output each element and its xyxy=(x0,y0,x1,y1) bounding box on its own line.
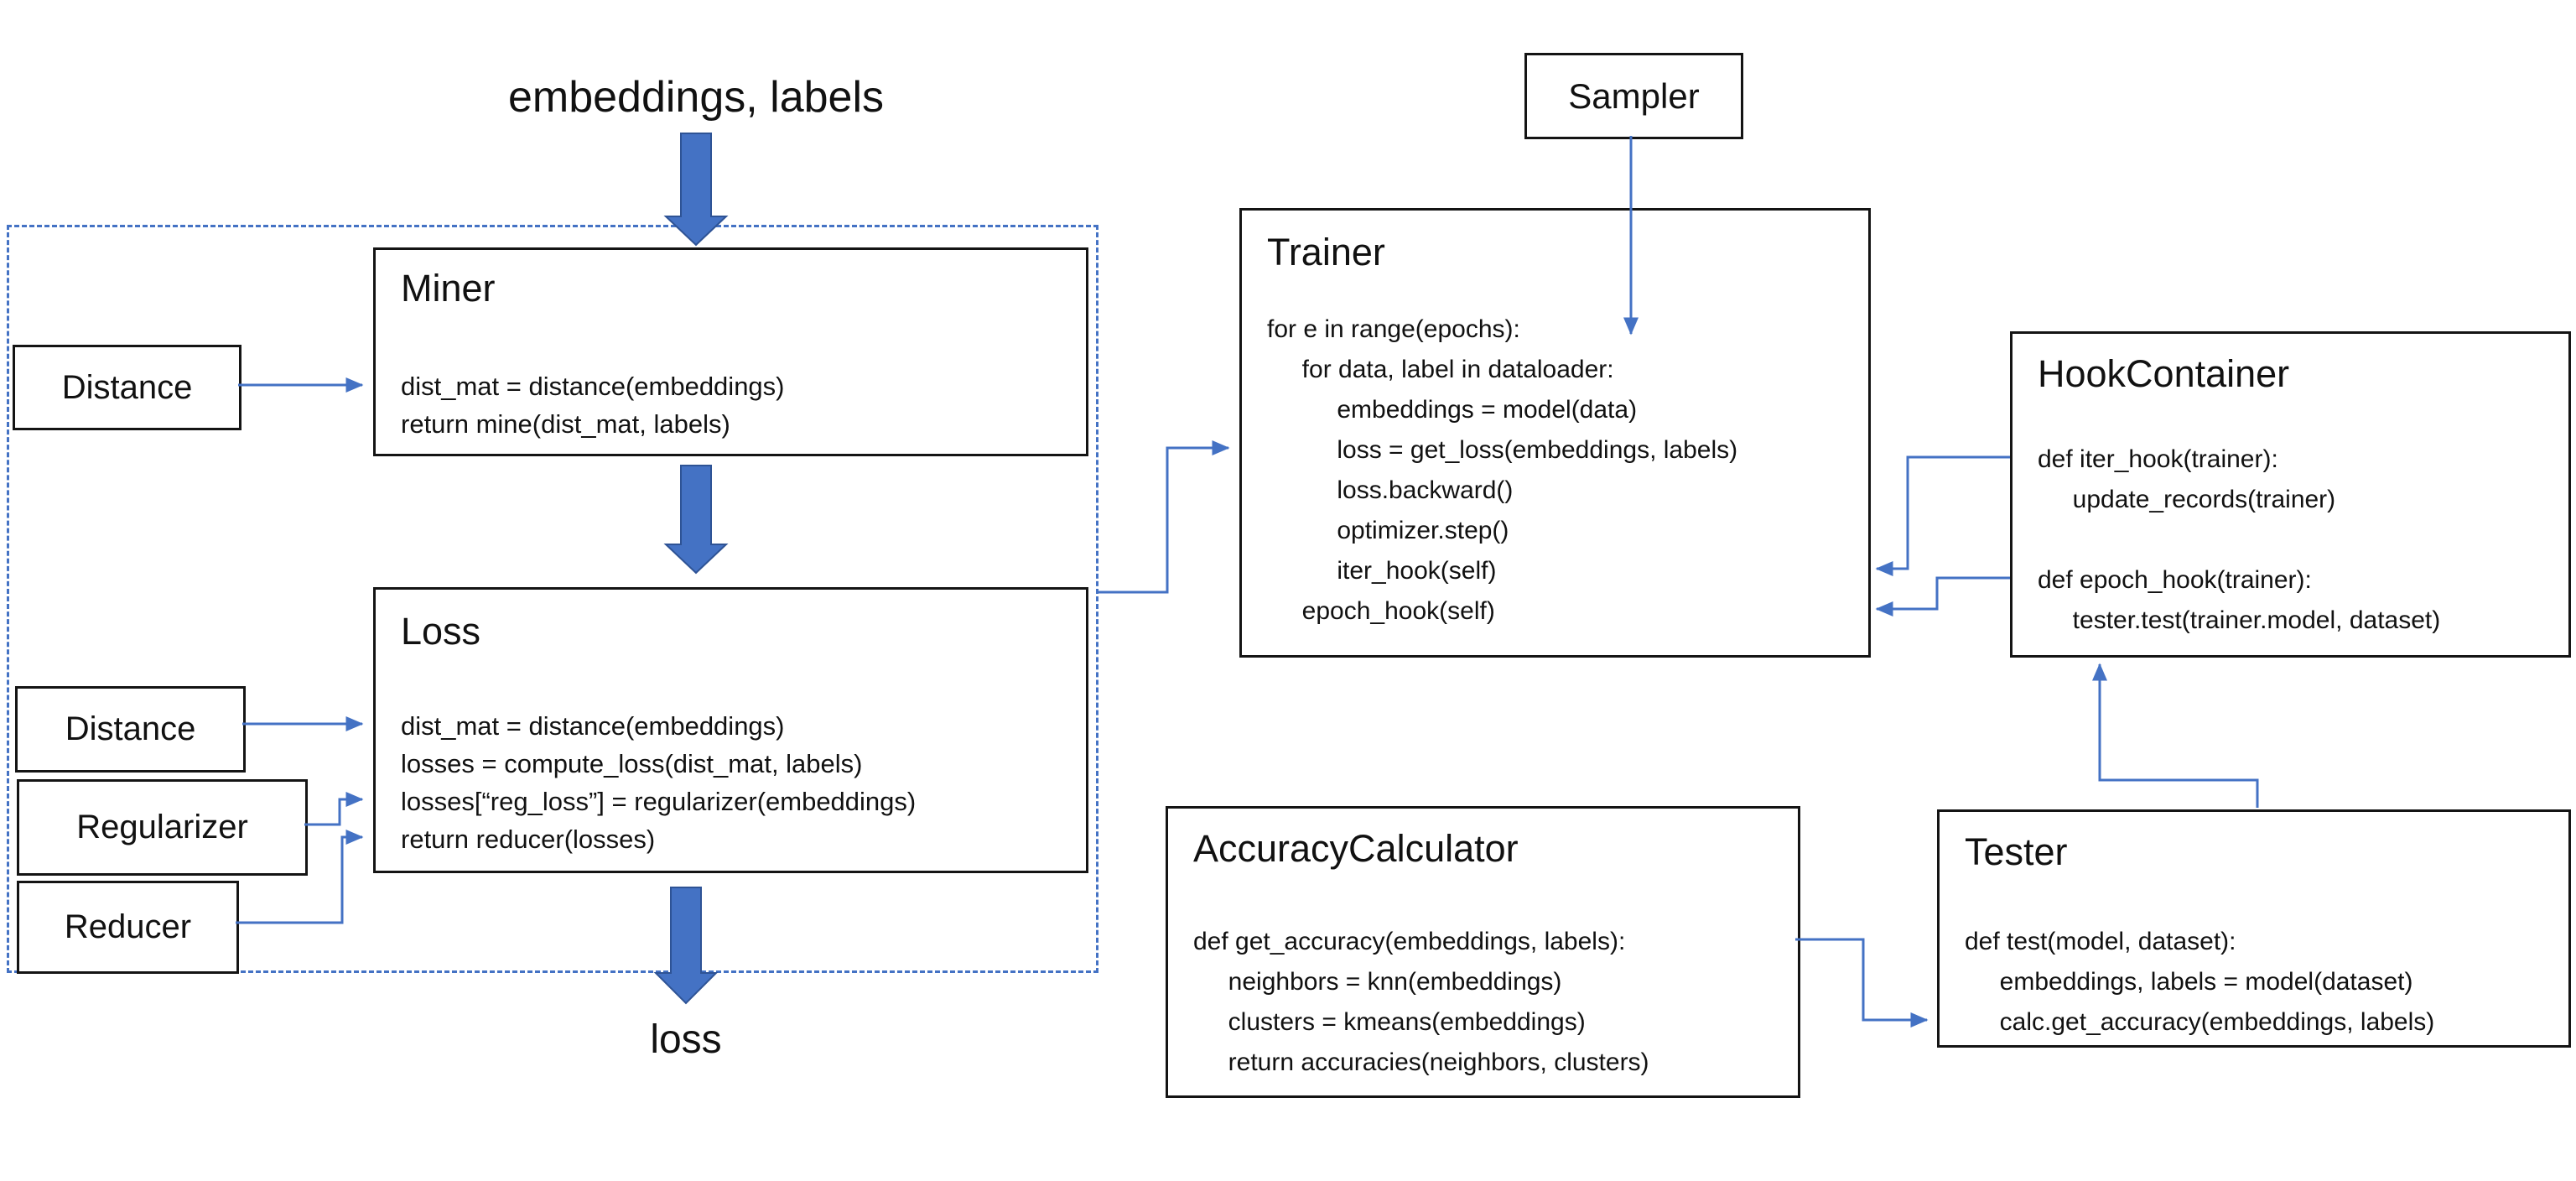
code-line: return reducer(losses) xyxy=(401,825,656,854)
code-line: losses = compute_loss(dist_mat, labels) xyxy=(401,749,863,778)
input-label: embeddings, labels xyxy=(507,73,885,122)
code-line: for data, label in dataloader: xyxy=(1267,356,1614,383)
hook-container-box: HookContainer def iter_hook(trainer): up… xyxy=(2010,331,2571,658)
code-line: losses[“reg_loss”] = regularizer(embeddi… xyxy=(401,787,917,816)
tester-title: Tester xyxy=(1965,830,2068,873)
hook-container-title: HookContainer xyxy=(2038,352,2290,395)
reducer-box-label: Reducer xyxy=(64,908,192,945)
line-tester-to-hookcontainer xyxy=(2092,663,2259,808)
code-line: embeddings = model(data) xyxy=(1267,396,1638,424)
accuracy-calculator-box: AccuracyCalculator def get_accuracy(embe… xyxy=(1166,806,1800,1098)
loss-computation-group-outline xyxy=(7,225,1098,973)
line-accuracycalculator-to-tester xyxy=(1795,938,1929,1028)
miner-code: dist_mat = distance(embeddings) return mi… xyxy=(401,367,1079,443)
miner-box: Miner dist_mat = distance(embeddings) ret… xyxy=(373,247,1088,456)
line-hookcontainer-iterhook-to-trainer xyxy=(1875,455,2010,576)
loss-code: dist_mat = distance(embeddings) losses = … xyxy=(401,707,1079,858)
sampler-box-label: Sampler xyxy=(1568,75,1700,116)
code-line: for e in range(epochs): xyxy=(1267,315,1520,343)
distance-box-top-label: Distance xyxy=(61,368,193,406)
code-line: dist_mat = distance(embeddings) xyxy=(401,372,785,401)
accuracy-calculator-title: AccuracyCalculator xyxy=(1193,827,1519,870)
code-line: return mine(dist_mat, labels) xyxy=(401,409,730,439)
miner-title: Miner xyxy=(401,267,496,310)
code-line: clusters = kmeans(embeddings) xyxy=(1193,1008,1586,1036)
code-line: neighbors = knn(embeddings) xyxy=(1193,968,1562,996)
code-line: epoch_hook(self) xyxy=(1267,597,1495,625)
distance-box-mid: Distance xyxy=(15,686,246,773)
code-line: embeddings, labels = model(dataset) xyxy=(1965,968,2413,996)
code-line: dist_mat = distance(embeddings) xyxy=(401,711,785,741)
code-line: def epoch_hook(trainer): xyxy=(2038,566,2312,594)
hook-container-code: def iter_hook(trainer): update_records(t… xyxy=(2038,440,2562,641)
line-hookcontainer-epochhook-to-trainer xyxy=(1875,576,2010,617)
code-line: loss = get_loss(embeddings, labels) xyxy=(1267,436,1738,464)
code-line: loss.backward() xyxy=(1267,476,1514,504)
tester-box: Tester def test(model, dataset): embeddi… xyxy=(1937,809,2571,1048)
code-line: tester.test(trainer.model, dataset) xyxy=(2038,606,2441,634)
sampler-box: Sampler xyxy=(1524,53,1743,139)
code-line: def test(model, dataset): xyxy=(1965,928,2236,955)
output-label: loss xyxy=(650,1017,722,1062)
trainer-code: for e in range(epochs): for data, label … xyxy=(1267,310,1862,632)
code-line: def get_accuracy(embeddings, labels): xyxy=(1193,928,1626,955)
code-line: iter_hook(self) xyxy=(1267,557,1497,585)
distance-box-top: Distance xyxy=(13,345,242,430)
code-line: update_records(trainer) xyxy=(2038,486,2336,513)
loss-title: Loss xyxy=(401,610,481,653)
loss-box: Loss dist_mat = distance(embeddings) loss… xyxy=(373,587,1088,873)
code-line: def iter_hook(trainer): xyxy=(2038,445,2278,473)
trainer-box: Trainer for e in range(epochs): for data… xyxy=(1239,208,1871,658)
code-line: calc.get_accuracy(embeddings, labels) xyxy=(1965,1008,2435,1036)
line-loss-group-to-trainer xyxy=(1098,440,1230,594)
trainer-title: Trainer xyxy=(1267,231,1385,273)
code-line: return accuracies(neighbors, clusters) xyxy=(1193,1048,1649,1076)
regularizer-box-label: Regularizer xyxy=(76,809,248,845)
accuracy-calculator-code: def get_accuracy(embeddings, labels): ne… xyxy=(1193,922,1791,1083)
code-line: optimizer.step() xyxy=(1267,517,1509,544)
regularizer-box: Regularizer xyxy=(17,779,308,876)
code-line xyxy=(2038,520,2562,560)
tester-code: def test(model, dataset): embeddings, la… xyxy=(1965,922,2562,1043)
distance-box-mid-label: Distance xyxy=(65,710,196,747)
reducer-box: Reducer xyxy=(17,881,239,974)
